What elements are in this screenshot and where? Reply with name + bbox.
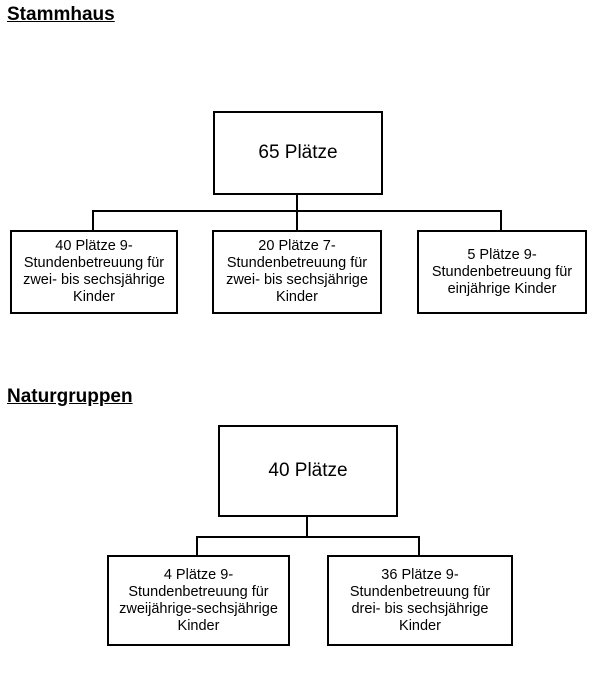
connector-drop <box>296 211 298 230</box>
child-node-box: 4 Plätze 9- Stundenbetreuung für zweijäh… <box>107 555 290 646</box>
root-node-box: 65 Plätze <box>213 111 383 195</box>
connector-drop <box>92 211 94 230</box>
connector-drop <box>500 211 502 230</box>
connector-drop <box>418 537 420 555</box>
section-heading-naturgruppen: Naturgruppen <box>7 386 133 407</box>
child-node-box: 40 Plätze 9- Stundenbetreuung für zwei- … <box>10 230 178 314</box>
connector-stem <box>296 193 298 211</box>
connector-stem <box>306 515 308 537</box>
connector-drop <box>196 537 198 555</box>
connector-rail <box>196 536 420 538</box>
child-node-box: 36 Plätze 9- Stundenbetreuung für drei- … <box>327 555 513 646</box>
section-heading-stammhaus: Stammhaus <box>7 4 115 25</box>
root-node-box: 40 Plätze <box>218 425 398 517</box>
child-node-box: 5 Plätze 9- Stundenbetreuung für einjähr… <box>417 230 587 314</box>
child-node-box: 20 Plätze 7- Stundenbetreuung für zwei- … <box>212 230 382 314</box>
